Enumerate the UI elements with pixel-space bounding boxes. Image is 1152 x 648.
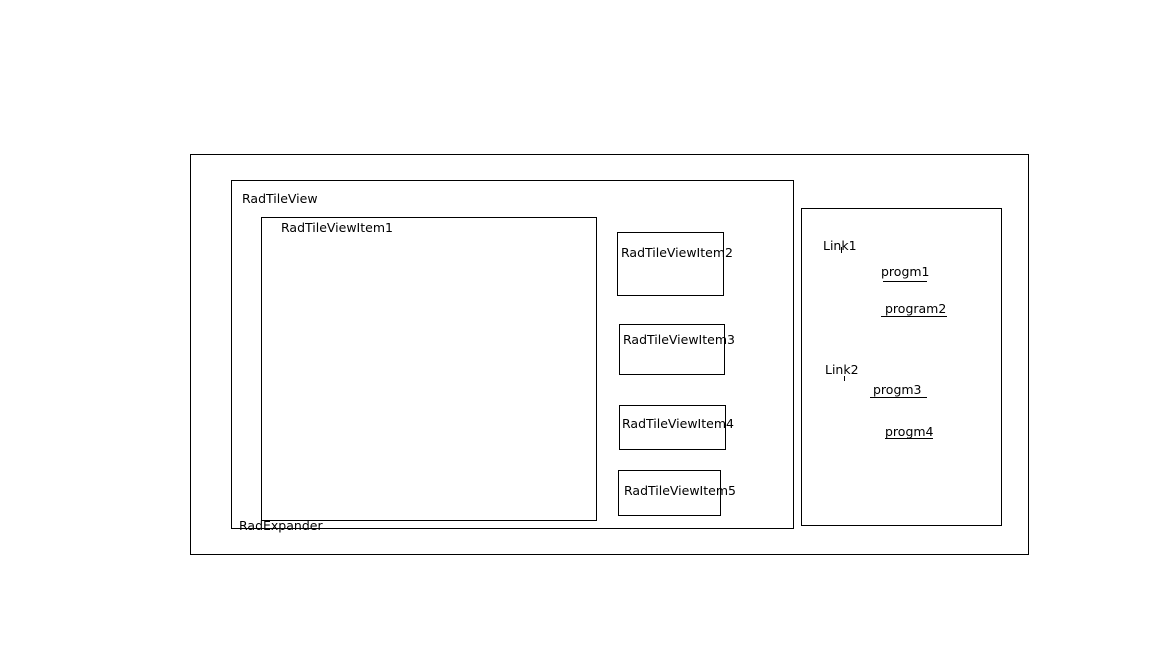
link-program2[interactable]: program2 (885, 301, 947, 316)
tile-view-item-4-label: RadTileViewItem4 (622, 416, 734, 431)
rad-tileview-label: RadTileView (242, 191, 318, 206)
tile-view-item-5[interactable] (618, 470, 721, 516)
link-program2-underline (881, 316, 947, 317)
link-group-2-label[interactable]: Link2 (825, 362, 859, 377)
tile-view-item-3-label: RadTileViewItem3 (623, 332, 735, 347)
link-progm1[interactable]: progm1 (881, 264, 930, 279)
rad-expander (231, 180, 794, 529)
tile-view-item-3[interactable] (619, 324, 725, 375)
link-progm4[interactable]: progm4 (885, 424, 934, 439)
cursor-mark (841, 247, 842, 253)
link-progm4-underline (885, 438, 933, 439)
tile-view-item-5-label: RadTileViewItem5 (624, 483, 736, 498)
cursor-mark (844, 376, 845, 381)
link-group-1-label[interactable]: Link1 (823, 238, 857, 253)
tile-view-item-1-label: RadTileViewItem1 (281, 220, 393, 235)
link-progm3[interactable]: progm3 (873, 382, 922, 397)
tile-view-item-4[interactable] (619, 405, 726, 450)
rad-expander-label: RadExpander (239, 518, 323, 533)
tile-view-item-2[interactable] (617, 232, 724, 296)
link-progm1-underline (883, 281, 927, 282)
tile-view-item-1[interactable] (261, 217, 597, 521)
links-panel (801, 208, 1002, 526)
outer-container (190, 154, 1029, 555)
tile-view-item-2-label: RadTileViewItem2 (621, 245, 733, 260)
link-progm3-underline (870, 397, 927, 398)
